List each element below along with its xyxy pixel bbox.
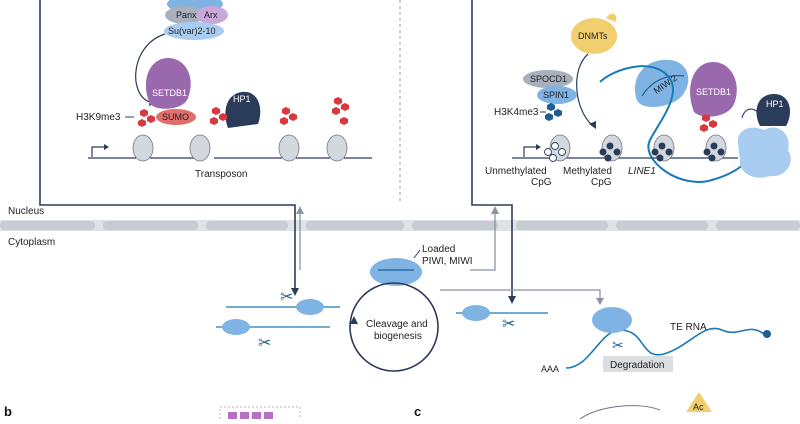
setdb1-right-label: SETDB1	[696, 87, 731, 97]
right-cleavage: ✂	[456, 305, 548, 333]
spin1-label: SPIN1	[543, 90, 569, 100]
line1-dna	[512, 134, 738, 162]
ping-pong-cycle	[349, 282, 439, 372]
degradation-box	[603, 356, 673, 372]
hp1-left-label: HP1	[233, 94, 251, 104]
setdb1-sumo-left: SETDB1 SUMO	[146, 58, 196, 125]
arx-label: Arx	[204, 10, 218, 20]
degradation-label: Degradation	[610, 360, 664, 371]
loaded-piwi	[370, 258, 422, 286]
methylated-cpg	[599, 142, 725, 162]
loaded-label-2: PIWI, MIWI	[422, 256, 473, 267]
acetyl-badge	[686, 392, 712, 412]
import-arrows	[299, 212, 601, 300]
panel-c-arc	[579, 405, 661, 420]
hp1-right: HP1	[756, 94, 790, 126]
dnmt-arrow	[576, 53, 593, 126]
te-rna-label: TE RNA	[670, 322, 707, 333]
line1-label: LINE1	[628, 166, 656, 177]
cycle-label-2: biogenesis	[374, 331, 422, 342]
cycle-label-1: Cleavage and	[366, 319, 428, 330]
dnmts-label: DNMTs	[578, 31, 608, 41]
h3k4me3-marks	[545, 103, 562, 121]
panx-label: Panx	[176, 10, 197, 20]
left-cleavage: ✂ ✂	[216, 289, 340, 352]
transposon-label: Transposon	[195, 169, 247, 180]
polya-label: AAA	[541, 364, 559, 374]
suvar-label: Su(var)2-10	[168, 26, 216, 36]
h3k4me3-label: H3K4me3	[494, 107, 539, 118]
nucleus-label: Nucleus	[8, 206, 44, 217]
panx-arx-complex: Panx Arx Su(var)2-10	[164, 0, 228, 40]
panel-c-label: c	[414, 404, 421, 419]
transposon-dna	[88, 134, 372, 162]
spocd1-label: SPOCD1	[530, 74, 567, 84]
rna-polymerase	[737, 127, 791, 178]
setdb1-left-label: SETDB1	[152, 88, 187, 98]
recruit-arrow	[135, 33, 166, 103]
nuclear-membrane	[0, 220, 800, 231]
scissors-icon-1: ✂	[280, 289, 293, 306]
spocd1-spin1: SPOCD1 SPIN1	[523, 70, 577, 104]
h3k9me3-marks	[138, 97, 349, 127]
panel-frames	[39, 0, 513, 298]
h3k9me3-label: H3K9me3	[76, 112, 121, 123]
setdb1-right-marks	[700, 114, 717, 132]
hp1-left: HP1	[225, 91, 261, 128]
unmethylated-cpg	[544, 142, 566, 162]
loaded-label-1: Loaded	[422, 244, 455, 255]
ac-label: Ac	[693, 402, 704, 412]
setdb1-right: SETDB1	[690, 62, 737, 117]
methylated-label-1: Methylated	[563, 166, 612, 177]
unmethylated-label-1: Unmethylated	[485, 166, 547, 177]
hp1-right-label: HP1	[766, 99, 784, 109]
te-rna-degradation: ✂	[565, 307, 771, 372]
panel-b-glyphs	[228, 412, 273, 419]
scissors-icon-3: ✂	[502, 316, 515, 333]
scissors-icon-2: ✂	[258, 335, 271, 352]
scissors-icon-4: ✂	[612, 337, 624, 353]
panel-b-label: b	[4, 404, 12, 419]
nascent-transcript	[599, 65, 753, 183]
sumo-label: SUMO	[162, 112, 189, 122]
methylated-label-2: CpG	[591, 177, 612, 188]
dnmts-complex: DNMTs	[571, 13, 617, 54]
unmethylated-label-2: CpG	[531, 177, 552, 188]
cytoplasm-label: Cytoplasm	[8, 237, 55, 248]
